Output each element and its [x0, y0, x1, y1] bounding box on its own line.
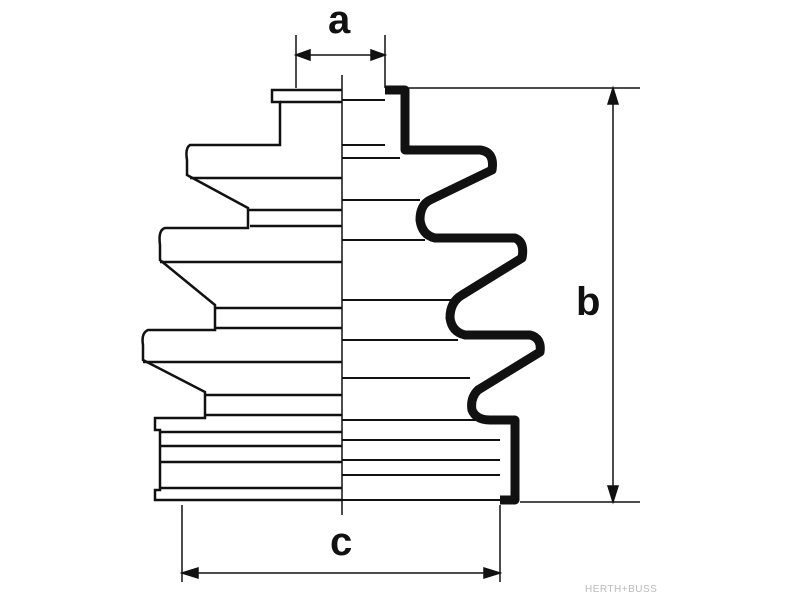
dimension-lines — [179, 35, 640, 582]
watermark: HERTH+BUSS — [585, 584, 658, 595]
dimension-label-b: b — [576, 280, 601, 324]
dimension-label-c: c — [330, 520, 353, 564]
dimension-label-a: a — [328, 0, 351, 42]
boot-right-half-section — [342, 99, 500, 501]
boot-wall-section — [385, 85, 545, 505]
boot-left-half — [141, 88, 342, 502]
